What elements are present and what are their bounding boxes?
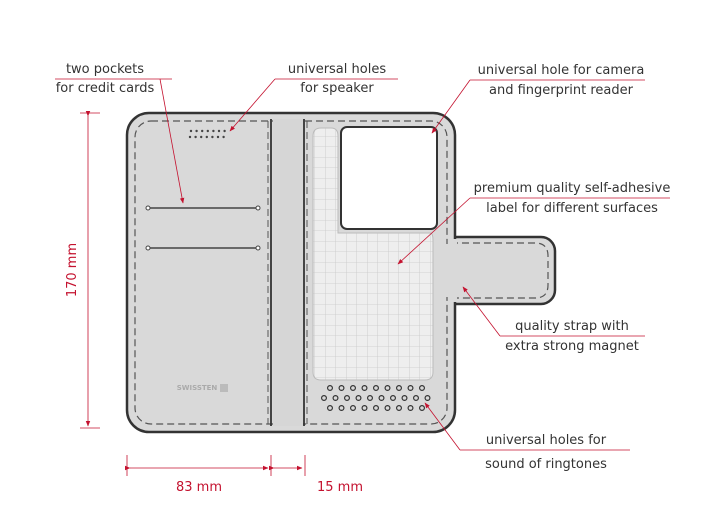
speaker-hole: [205, 135, 208, 139]
ringtone-hole: [424, 395, 431, 402]
speaker-hole: [216, 135, 220, 139]
ringtone-holes: [321, 385, 431, 412]
camera-hole: [340, 126, 438, 230]
ringtone-hole: [396, 385, 403, 392]
ringtone-hole: [413, 395, 420, 402]
svg-text:sound of ringtones: sound of ringtones: [485, 457, 607, 472]
ringtone-hole: [327, 405, 334, 412]
svg-text:quality strap with: quality strap with: [515, 319, 629, 334]
svg-text:label for different surfaces: label for different surfaces: [486, 201, 658, 216]
brand-logo: SWISSTEN: [177, 384, 218, 392]
svg-text:for speaker: for speaker: [300, 81, 374, 96]
speaker-hole: [201, 129, 204, 133]
speaker-hole: [200, 135, 203, 139]
speaker-holes: [188, 129, 226, 139]
callout-speaker: universal holes for speaker: [229, 62, 398, 132]
ringtone-hole: [407, 385, 414, 392]
svg-text:two pockets: two pockets: [66, 62, 144, 77]
svg-text:universal holes: universal holes: [288, 62, 386, 77]
speaker-hole: [217, 129, 221, 133]
ringtone-hole: [321, 395, 328, 402]
speaker-hole: [211, 135, 214, 139]
svg-text:15 mm: 15 mm: [317, 480, 363, 495]
svg-text:for credit cards: for credit cards: [56, 81, 155, 96]
ringtone-hole: [419, 385, 426, 392]
ringtone-hole: [396, 405, 403, 412]
adhesive-label-area: [312, 126, 438, 381]
speaker-hole: [189, 129, 193, 133]
brand-logo-mark: [220, 384, 228, 392]
ringtone-hole: [332, 395, 339, 402]
ringtone-hole: [338, 385, 345, 392]
callout-pockets: two pockets for credit cards: [55, 62, 185, 204]
speaker-hole: [223, 129, 226, 133]
speaker-hole: [194, 135, 197, 139]
ringtone-hole: [338, 405, 345, 412]
ringtone-hole: [390, 395, 397, 402]
ringtone-hole: [373, 405, 380, 412]
ringtone-hole: [401, 395, 408, 402]
ringtone-hole: [407, 405, 414, 412]
ringtone-hole: [350, 385, 357, 392]
ringtone-hole: [355, 395, 362, 402]
speaker-hole: [206, 129, 209, 133]
dimension-spine: 15 mm: [268, 455, 363, 495]
ringtone-hole: [344, 395, 351, 402]
ringtone-hole: [378, 395, 385, 402]
speaker-hole: [188, 135, 192, 139]
card-pocket-slots: [145, 205, 261, 251]
svg-text:83 mm: 83 mm: [176, 480, 222, 495]
ringtone-hole: [367, 395, 374, 402]
ringtone-hole: [350, 405, 357, 412]
dimension-height: 170 mm: [65, 110, 100, 429]
svg-text:and fingerprint reader: and fingerprint reader: [489, 83, 634, 98]
ringtone-hole: [361, 385, 368, 392]
ringtone-hole: [419, 405, 426, 412]
svg-text:170 mm: 170 mm: [65, 243, 80, 297]
callout-strap: quality strap with extra strong magnet: [462, 286, 645, 354]
speaker-hole: [222, 135, 225, 139]
callout-camera: universal hole for camera and fingerprin…: [431, 63, 645, 134]
callout-ringtones: universal holes for sound of ringtones: [424, 402, 630, 472]
ringtone-hole: [384, 385, 391, 392]
speaker-hole: [195, 129, 198, 133]
svg-text:extra strong magnet: extra strong magnet: [505, 339, 639, 354]
svg-text:universal holes for: universal holes for: [486, 433, 607, 448]
ringtone-hole: [384, 405, 391, 412]
speaker-hole: [212, 129, 215, 133]
ringtone-hole: [361, 405, 368, 412]
svg-text:premium quality self-adhesive: premium quality self-adhesive: [474, 181, 671, 196]
ringtone-hole: [373, 385, 380, 392]
ringtone-hole: [327, 385, 334, 392]
callout-label: premium quality self-adhesive label for …: [397, 181, 671, 265]
dimension-width: 83 mm: [124, 455, 272, 495]
svg-text:universal hole for camera: universal hole for camera: [478, 63, 645, 78]
